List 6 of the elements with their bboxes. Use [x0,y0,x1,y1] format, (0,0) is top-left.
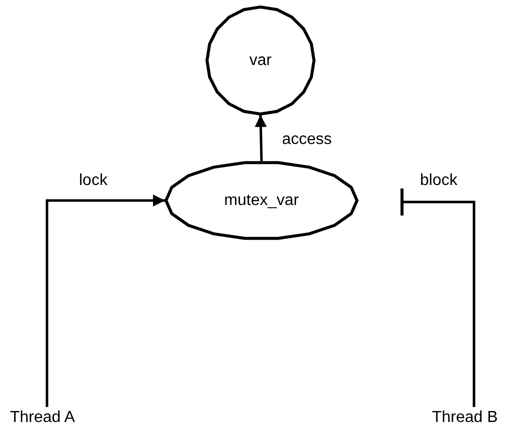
thread-label: Thread A [10,408,92,428]
node-label: var [249,52,272,70]
connector-arrow [254,114,267,162]
connector-arrow [46,194,165,407]
node-label: mutex_var [224,192,299,210]
thread-label: Thread B [432,408,516,428]
